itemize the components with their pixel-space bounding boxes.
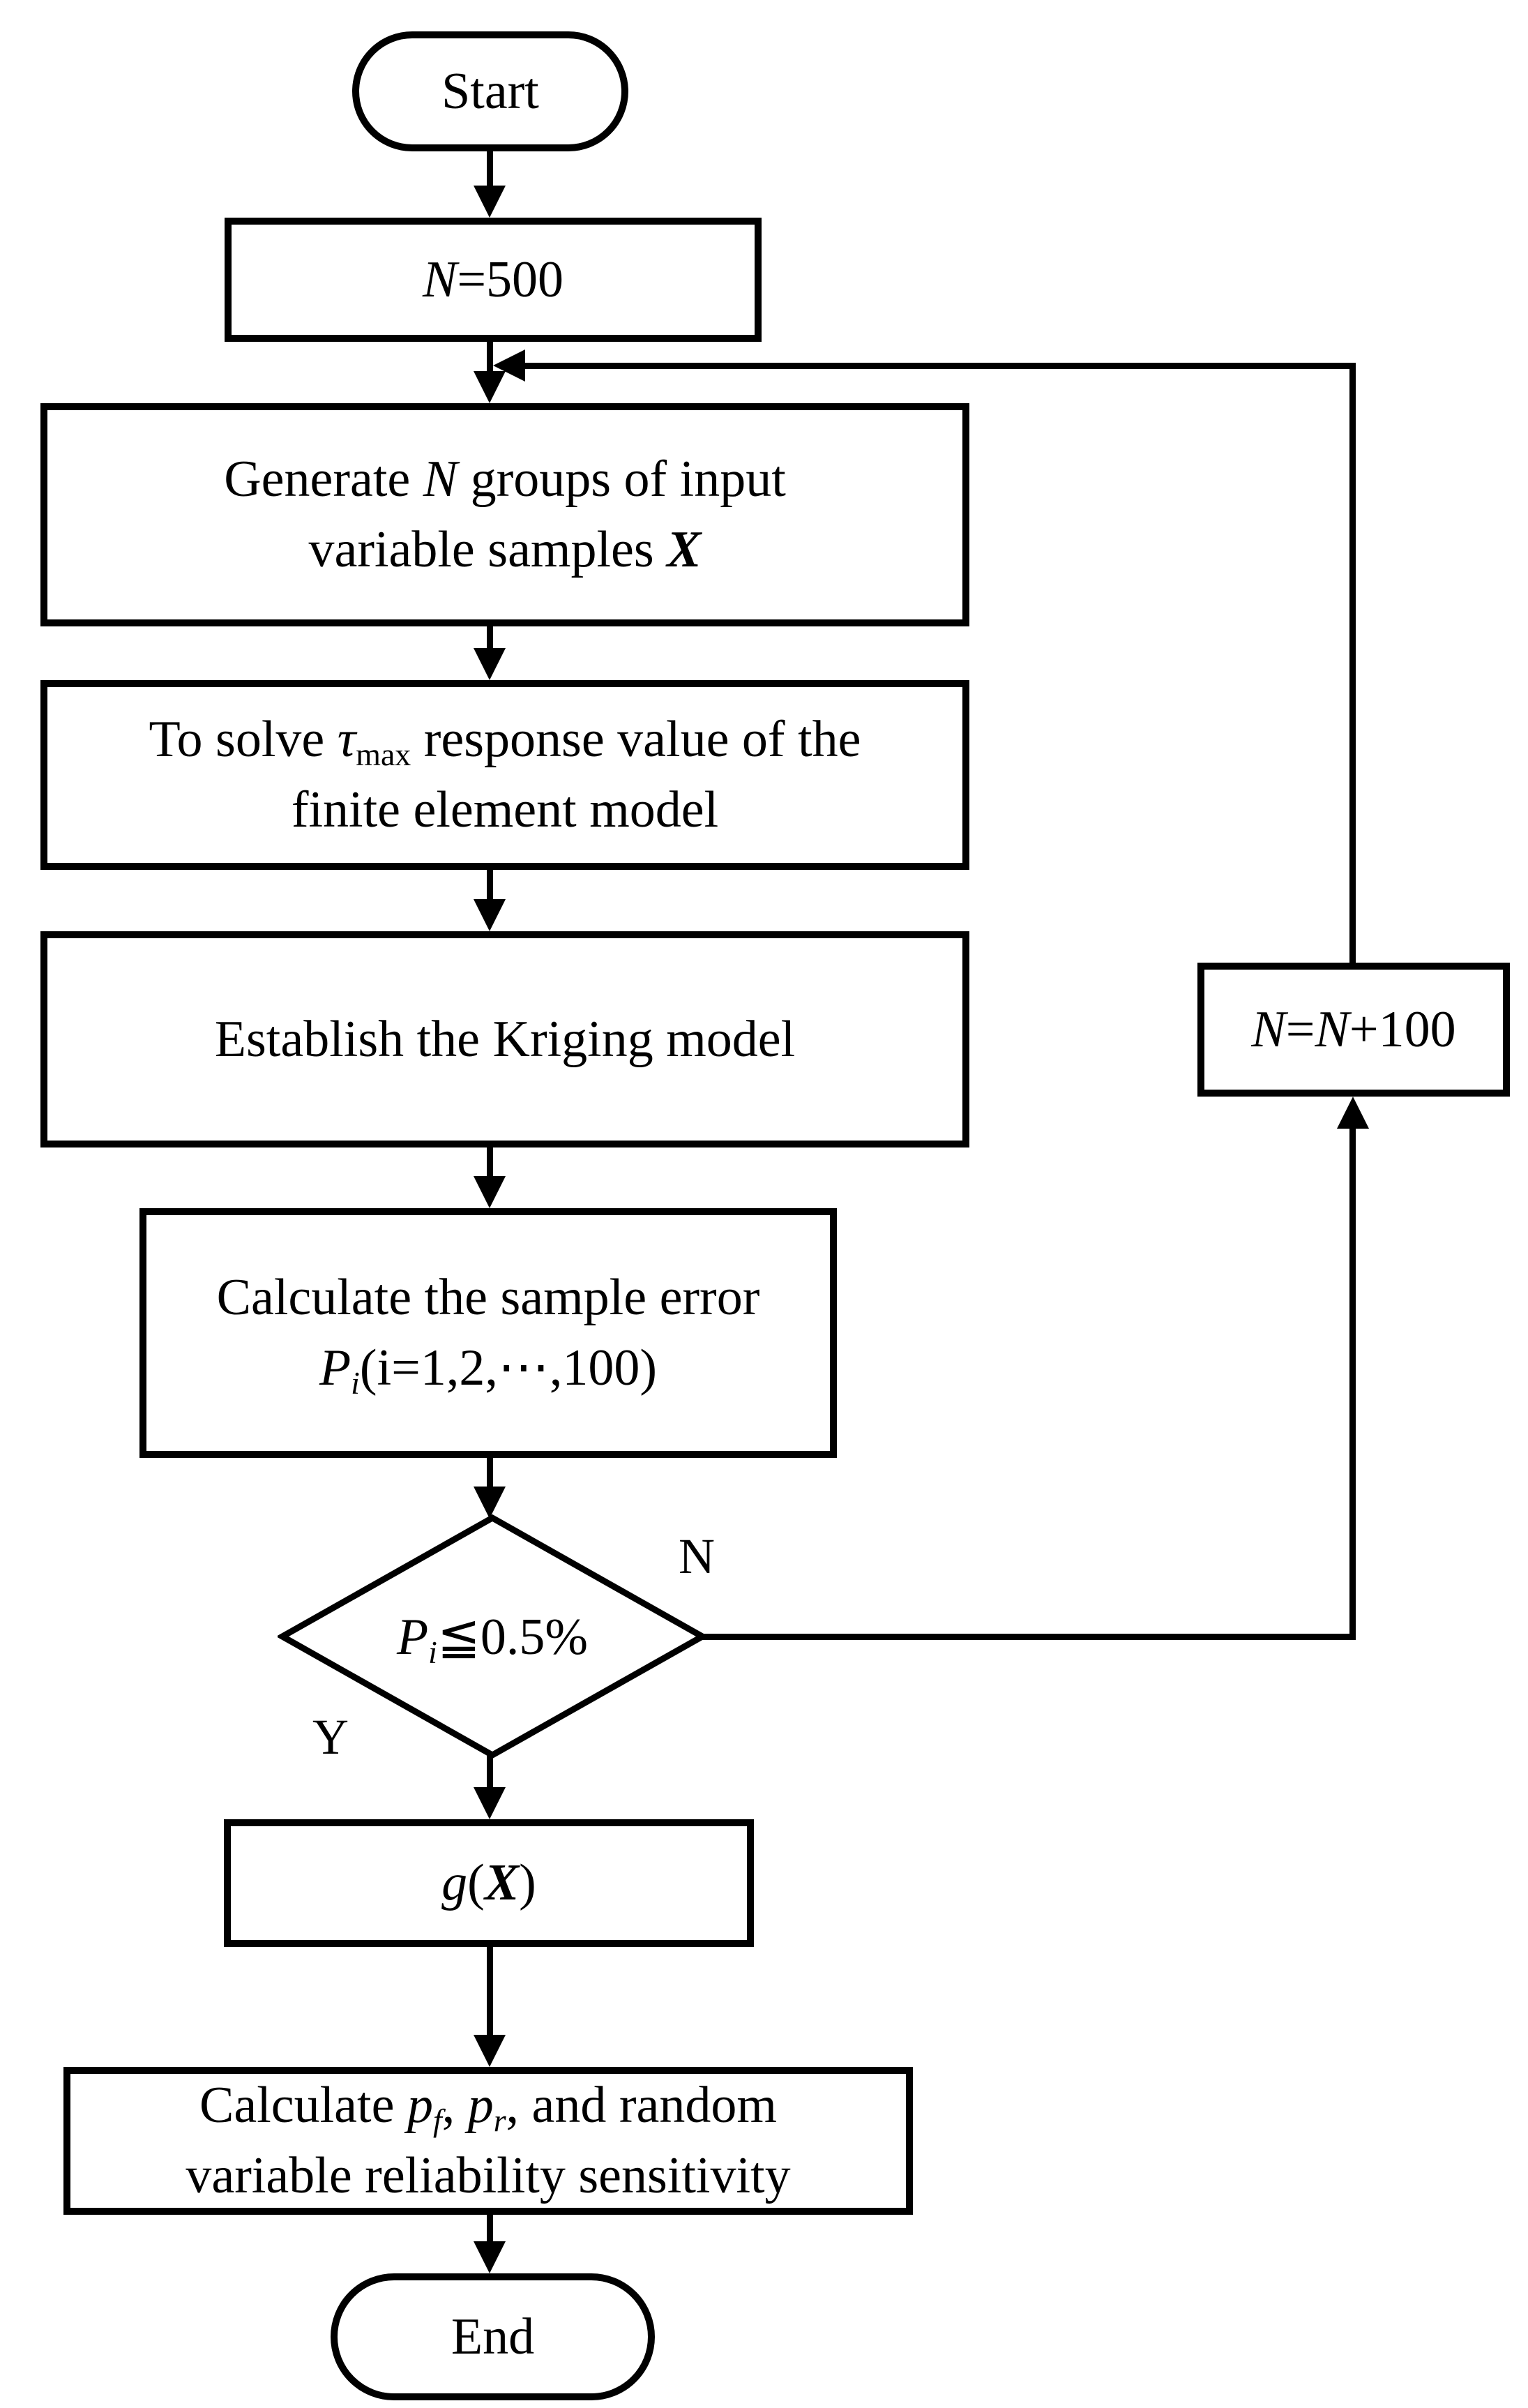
arrowhead-into-increment bbox=[1337, 1097, 1369, 1129]
edge-reliability-to-end bbox=[487, 2215, 493, 2243]
edge-generate-to-solve bbox=[487, 626, 493, 649]
limit-state-node: g(X) bbox=[224, 1819, 754, 1947]
error-check-decision: Pi≦0.5% bbox=[278, 1513, 707, 1760]
no-branch-label: N bbox=[679, 1528, 715, 1584]
edge-establish-to-error bbox=[487, 1147, 493, 1177]
edge-init-to-generate bbox=[487, 342, 493, 373]
edge-feedback-top bbox=[525, 363, 1356, 369]
arrowhead-into-decision bbox=[474, 1487, 506, 1519]
edge-error-to-decision bbox=[487, 1458, 493, 1488]
end-node: End bbox=[331, 2273, 655, 2400]
edge-limit-to-reliability bbox=[487, 1947, 493, 2036]
arrowhead-into-end bbox=[474, 2241, 506, 2273]
establish-kriging-node: Establish the Kriging model bbox=[40, 931, 969, 1147]
edge-decision-no-branch bbox=[702, 1634, 1356, 1640]
arrowhead-into-error bbox=[474, 1176, 506, 1208]
decision-diamond-shape bbox=[278, 1514, 707, 1759]
arrowhead-into-init bbox=[474, 186, 506, 218]
arrowhead-into-reliability bbox=[474, 2035, 506, 2067]
init-n-node: N=500 bbox=[225, 218, 762, 342]
decision-condition-label: Pi≦0.5% bbox=[396, 1608, 589, 1670]
increment-n-node: N=N+100 bbox=[1197, 963, 1510, 1097]
arrowhead-feedback-merge bbox=[493, 349, 525, 382]
start-node: Start bbox=[352, 31, 628, 151]
arrowhead-into-limit bbox=[474, 1787, 506, 1819]
arrowhead-into-establish bbox=[474, 899, 506, 931]
edge-start-to-init bbox=[487, 150, 493, 188]
edge-feedback-right-upper bbox=[1349, 363, 1356, 963]
yes-branch-label: Y bbox=[312, 1708, 349, 1765]
edge-feedback-right-lower bbox=[1349, 1127, 1356, 1640]
edge-solve-to-establish bbox=[487, 870, 493, 901]
edge-decision-to-limit bbox=[487, 1754, 493, 1789]
arrowhead-into-solve bbox=[474, 648, 506, 680]
